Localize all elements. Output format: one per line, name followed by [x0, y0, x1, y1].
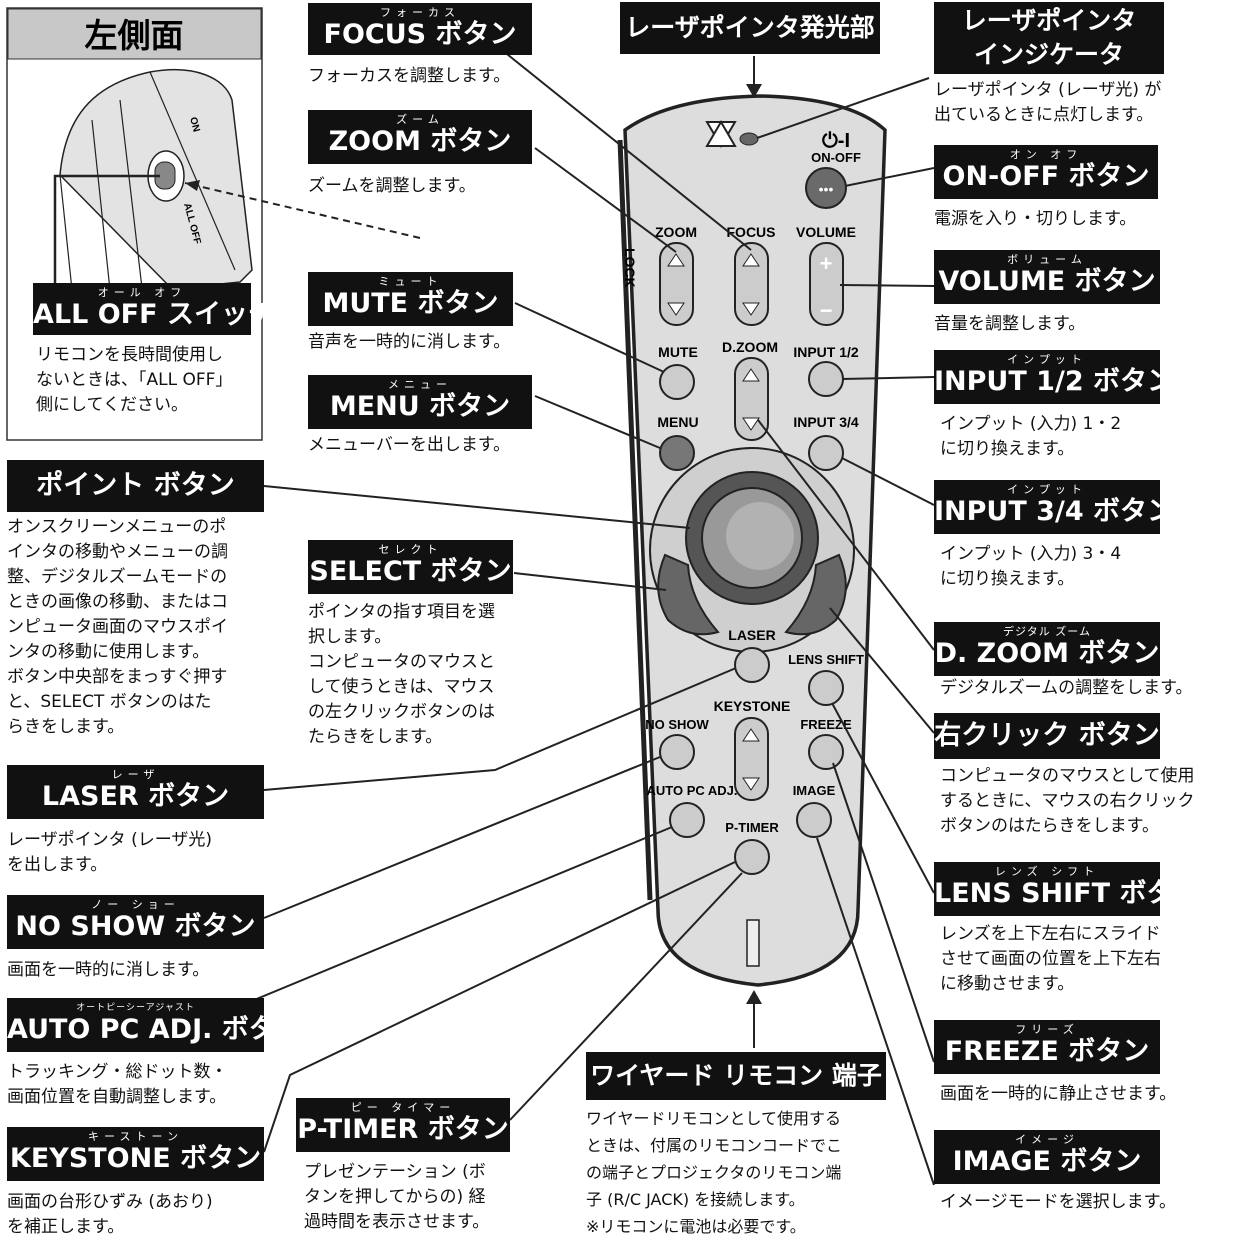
laser-indicator-label: レーザポインタインジケータ — [934, 2, 1164, 74]
no-show-button[interactable] — [659, 734, 695, 770]
mute-key-label: MUTE — [658, 344, 698, 360]
dzoom-key-label: D.ZOOM — [722, 339, 778, 355]
auto-pc-desc: トラッキング・総ドット数・画面位置を自動調整します。 — [7, 1062, 228, 1107]
mute-desc: 音声を一時的に消します。 — [308, 332, 511, 352]
dzoom-rocker[interactable] — [734, 357, 769, 441]
volume-rocker[interactable] — [809, 242, 844, 326]
left-side-title: 左側面 — [85, 17, 184, 54]
left-side-title-bg — [7, 8, 262, 60]
laser-desc: レーザポインタ (レーザ光)を出します。 — [7, 830, 212, 875]
power-symbol: ⏻-I — [822, 130, 850, 152]
wired-label: ワイヤード リモコン 端子 — [586, 1052, 886, 1100]
switch-on-label: ON — [187, 116, 202, 133]
mute-button[interactable] — [659, 364, 695, 400]
right-click-button[interactable] — [784, 553, 847, 636]
wired-desc: ワイヤードリモコンとして使用するときは、付属のリモコンコードでこの端子とプロジェ… — [586, 1109, 843, 1236]
ptimer-key-label: P-TIMER — [725, 820, 779, 835]
input12-key-label: INPUT 1/2 — [793, 344, 859, 360]
ptimer-button[interactable] — [734, 839, 770, 875]
no-show-key-label: NO SHOW — [645, 717, 709, 732]
ptimer-desc: プレゼンテーション (ボタンを押してからの) 経過時間を表示させます。 — [304, 1162, 490, 1232]
point-label: ポイント ボタン — [7, 460, 264, 512]
wired-remote-jack — [746, 919, 760, 967]
input12-button[interactable] — [808, 361, 844, 397]
lens-shift-desc: レンズを上下左右にスライドさせて画面の位置を上下左右に移動させます。 — [940, 924, 1161, 994]
input34-button[interactable] — [808, 435, 844, 471]
zoom-key-label: ZOOM — [655, 224, 697, 240]
all-off-desc: リモコンを長時間使用しないときは、「ALL OFF」側にしてください。 — [36, 345, 233, 415]
auto-pc-key-label: AUTO PC ADJ. — [646, 783, 737, 798]
lens-shift-key-label: LENS SHIFT — [788, 652, 864, 667]
auto-pc-button[interactable] — [669, 802, 705, 838]
laser-key-label: LASER — [728, 627, 775, 643]
zoom-desc: ズームを調整します。 — [308, 176, 476, 196]
input34-key-label: INPUT 3/4 — [793, 414, 859, 430]
on-off-key-label: ON-OFF — [811, 150, 861, 165]
laser-emitter-label: レーザポインタ発光部 — [620, 2, 880, 54]
lens-shift-button[interactable] — [808, 670, 844, 706]
focus-key-label: FOCUS — [727, 224, 776, 240]
svg-text:−: − — [820, 298, 833, 323]
svg-text:•••: ••• — [819, 181, 834, 197]
point-desc: オンスクリーンメニューのポインタの移動やメニューの調整、デジタルズームモードのと… — [7, 517, 228, 737]
right-click-label: 右クリック ボタン — [934, 713, 1160, 759]
lock-label: LOCK — [622, 248, 638, 288]
freeze-key-label: FREEZE — [800, 717, 852, 732]
image-desc: イメージモードを選択します。 — [940, 1192, 1176, 1212]
image-key-label: IMAGE — [793, 783, 836, 798]
no-show-desc: 画面を一時的に消します。 — [7, 960, 210, 980]
keystone-key-label: KEYSTONE — [714, 698, 791, 714]
focus-rocker[interactable] — [734, 242, 769, 326]
volume-key-label: VOLUME — [796, 224, 856, 240]
dzoom-desc: デジタルズームの調整をします。 — [940, 678, 1193, 698]
keystone-rocker[interactable] — [734, 717, 769, 801]
right-click-desc: コンピュータのマウスとして使用するときに、マウスの右クリックボタンのはたらきをし… — [940, 766, 1195, 836]
side-view-dashed-line — [184, 182, 421, 239]
volume-desc: 音量を調整します。 — [934, 314, 1086, 334]
on-off-button[interactable] — [805, 167, 847, 209]
svg-text:+: + — [820, 251, 833, 276]
freeze-desc: 画面を一時的に静止させます。 — [940, 1084, 1177, 1104]
leader-lines — [241, 41, 935, 1186]
laser-indicator — [739, 132, 759, 146]
freeze-button[interactable] — [808, 734, 844, 770]
all-off-leader — [53, 174, 160, 288]
keystone-desc: 画面の台形ひずみ (あおり)を補正します。 — [7, 1192, 213, 1237]
focus-desc: フォーカスを調整します。 — [308, 66, 511, 86]
select-desc: ポインタの指す項目を選択します。コンピュータのマウスとして使うときは、マウスの左… — [308, 602, 495, 747]
menu-key-label: MENU — [657, 414, 698, 430]
laser-button[interactable] — [734, 647, 770, 683]
on-off-desc: 電源を入り・切りします。 — [934, 209, 1137, 229]
menu-desc: メニューバーを出します。 — [308, 435, 511, 455]
laser-indicator-desc: レーザポインタ (レーザ光) が出ているときに点灯します。 — [934, 80, 1162, 125]
zoom-rocker[interactable] — [659, 242, 694, 326]
image-button[interactable] — [796, 802, 832, 838]
menu-button[interactable] — [659, 435, 695, 471]
